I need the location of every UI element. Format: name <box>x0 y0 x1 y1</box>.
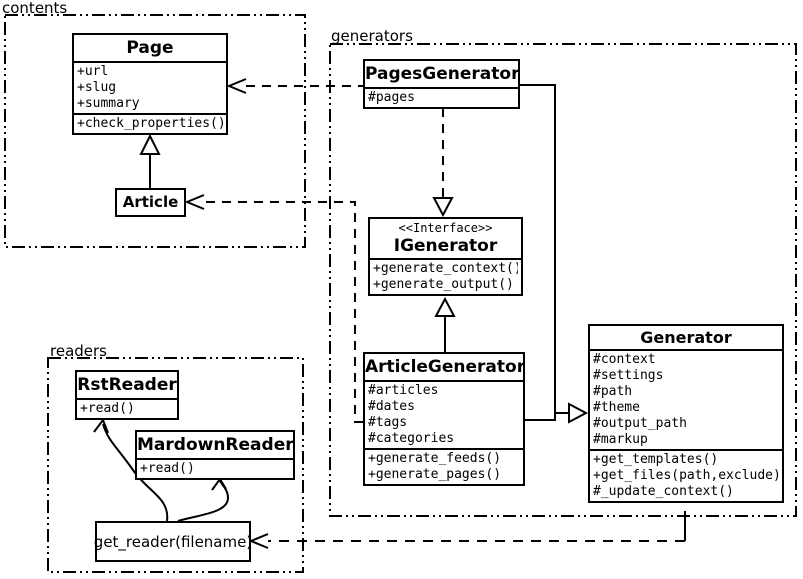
attribute: +url <box>77 64 109 79</box>
class-markdownreader-title: MardownReader <box>137 432 293 460</box>
attribute: #categories <box>368 431 455 446</box>
class-igenerator-title: IGenerator <box>393 236 498 256</box>
attribute: +summary <box>77 96 140 111</box>
get-reader-box: get_reader(filename) <box>93 521 253 562</box>
attribute: #settings <box>593 368 664 383</box>
class-article: Article <box>115 188 186 217</box>
get-reader-label: get_reader(filename) <box>93 532 253 551</box>
class-igenerator-header: <<Interface>> IGenerator <box>370 219 521 260</box>
class-igenerator: <<Interface>> IGenerator +generate_conte… <box>368 217 523 296</box>
method: +check_properties() <box>77 116 223 131</box>
edge-getreader-to-rstreader <box>102 423 169 522</box>
attribute: #markup <box>593 432 648 447</box>
method: +get_templates() <box>593 452 719 467</box>
attribute: #path <box>593 384 633 399</box>
class-article-title: Article <box>122 193 179 211</box>
method: +generate_pages() <box>368 467 502 482</box>
package-contents-border <box>4 14 306 248</box>
class-articlegenerator-methods: +generate_feeds() +generate_pages() <box>365 450 523 484</box>
class-pagesgenerator-title: PagesGenerator <box>365 61 518 89</box>
class-generator-title: Generator <box>590 326 782 351</box>
method: +read() <box>80 401 135 416</box>
package-contents-label: contents <box>2 0 68 17</box>
attribute: #theme <box>593 400 640 415</box>
class-page-title: Page <box>74 35 226 63</box>
attribute: +slug <box>77 80 117 95</box>
package-readers-border <box>47 357 304 573</box>
class-pagesgenerator: PagesGenerator #pages <box>363 59 520 109</box>
class-generator: Generator #context #settings #path #them… <box>588 324 784 503</box>
package-readers-label: readers <box>50 342 107 360</box>
arrowhead-generalization-generator <box>568 402 589 424</box>
class-articlegenerator-attributes: #articles #dates #tags #categories <box>365 382 523 450</box>
edge-articlegenerator-to-generator <box>525 413 556 421</box>
attribute: #articles <box>368 383 439 398</box>
class-rstreader: RstReader +read() <box>75 370 179 420</box>
method: +generate_context() <box>373 261 518 276</box>
arrowhead-rstreader <box>93 417 109 434</box>
method: +generate_feeds() <box>368 451 502 466</box>
class-markdownreader: MardownReader +read() <box>135 430 295 480</box>
class-rstreader-methods: +read() <box>77 400 177 418</box>
arrowhead-generalization-igenerator <box>434 296 456 317</box>
class-page: Page +url +slug +summary +check_properti… <box>72 33 228 135</box>
attribute: #output_path <box>593 416 687 431</box>
arrowhead-dependency-getreader <box>248 533 269 549</box>
class-igenerator-stereotype: <<Interface>> <box>398 221 493 235</box>
edge-getreader-to-markdownreader <box>177 480 230 522</box>
class-rstreader-title: RstReader <box>77 372 177 400</box>
class-igenerator-methods: +generate_context() +generate_output() <box>370 260 521 294</box>
attribute: #tags <box>368 415 408 430</box>
attribute: #pages <box>368 90 415 105</box>
arrowhead-dependency-page <box>226 78 247 94</box>
class-articlegenerator-title: ArticleGenerator <box>365 354 523 382</box>
package-generators-border <box>329 43 797 517</box>
package-generators-label: generators <box>331 27 413 45</box>
method: +get_files(path,exclude) <box>593 468 779 483</box>
class-markdownreader-methods: +read() <box>137 460 293 478</box>
attribute: #dates <box>368 399 415 414</box>
class-generator-methods: +get_templates() +get_files(path,exclude… <box>590 451 782 501</box>
class-generator-attributes: #context #settings #path #theme #output_… <box>590 351 782 451</box>
edge-pagesgenerator-to-generator <box>520 84 569 414</box>
class-articlegenerator: ArticleGenerator #articles #dates #tags … <box>363 352 525 486</box>
edge-articlegenerator-to-article <box>205 201 363 423</box>
method: +generate_output() <box>373 277 514 292</box>
method: +read() <box>140 461 195 476</box>
arrowhead-realization-igenerator <box>432 197 454 218</box>
method: #_update_context() <box>593 484 734 499</box>
arrowhead-dependency-article <box>184 194 205 210</box>
attribute: #context <box>593 352 656 367</box>
class-pagesgenerator-attributes: #pages <box>365 89 518 107</box>
class-page-attributes: +url +slug +summary <box>74 63 226 115</box>
class-page-methods: +check_properties() <box>74 115 226 133</box>
arrowhead-generalization-page <box>139 133 161 155</box>
